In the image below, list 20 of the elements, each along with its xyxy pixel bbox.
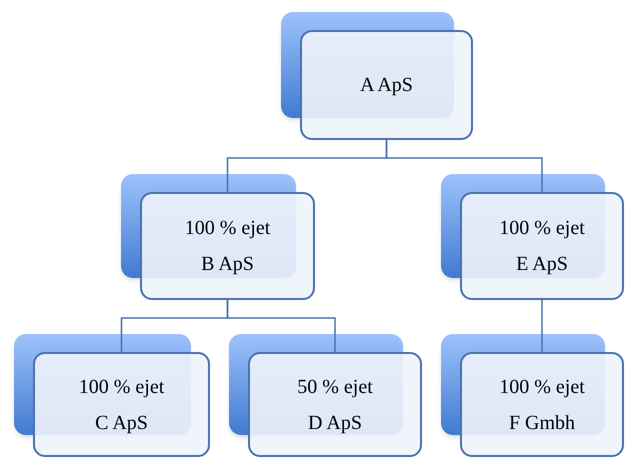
company-box [248,352,422,457]
company-label: D ApS [308,410,362,436]
company-box [460,352,624,457]
company-label: 100 % ejet [499,374,585,400]
company-label: 50 % ejet [297,374,373,400]
company-label: 100 % ejet [78,374,164,400]
company-box [460,192,624,300]
company-label: 100 % ejet [184,216,270,241]
company-label: A ApS [360,73,413,98]
connector-line [226,300,336,352]
company-box [300,30,473,140]
company-box [33,352,210,457]
company-label: C ApS [95,410,148,436]
company-label: E ApS [516,252,568,277]
company-label: F Gmbh [508,410,576,436]
company-box [140,192,315,300]
company-label: 100 % ejet [499,216,585,241]
connector-line [541,300,543,352]
connector-line [386,140,543,192]
company-label: B ApS [201,252,254,277]
